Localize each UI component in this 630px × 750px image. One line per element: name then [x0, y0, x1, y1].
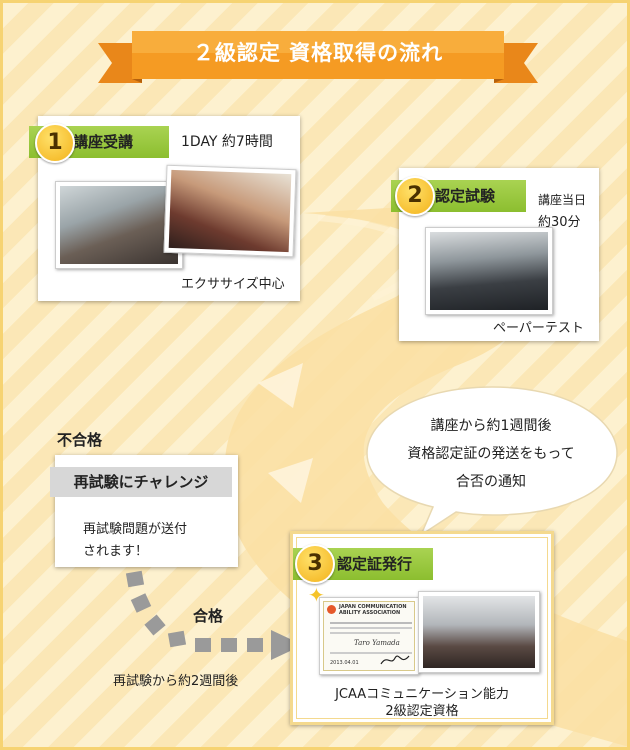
- pass-heading: 合格: [193, 607, 224, 625]
- certificate-logo-icon: [327, 605, 336, 614]
- step3-caption-line2: 2級認定資格: [385, 704, 459, 719]
- step2-duration-line1: 講座当日: [538, 193, 587, 207]
- notice-line1: 講座から約1週間後: [430, 418, 552, 434]
- step1-duration: 1DAY 約7時間: [181, 134, 273, 150]
- pass-arrow: [125, 570, 303, 660]
- step1-number-badge: 1: [35, 123, 75, 163]
- step1-photo-right: [163, 164, 297, 258]
- certificate-image: JAPAN COMMUNICATION ABILITY ASSOCIATION …: [319, 597, 419, 675]
- notice-line2: 資格認定証の発送をもって: [407, 446, 575, 462]
- signature-mark: [380, 655, 410, 665]
- retest-line1: 再試験問題が送付: [83, 522, 188, 537]
- retest-line2: されます！: [83, 544, 149, 559]
- road-arrow-2: [268, 458, 313, 503]
- step3-group-photo: [418, 591, 540, 673]
- road-arrow-1: [258, 363, 303, 408]
- step3-caption-line1: JCAAコミュニケーション能力: [335, 687, 509, 702]
- step2-number-badge: 2: [395, 176, 435, 216]
- step2-caption: ペーパーテスト: [493, 321, 584, 336]
- step1-photo-left: [55, 181, 183, 269]
- step2-photo: [425, 227, 553, 315]
- step3-number-badge: 3: [295, 544, 335, 584]
- step1-caption: エクササイズ中心: [181, 277, 285, 292]
- pass-timing: 再試験から約2週間後: [113, 674, 239, 689]
- notice-line3: 合否の通知: [456, 474, 526, 490]
- page-title: ２級認定 資格取得の流れ: [192, 41, 444, 65]
- title-ribbon: [98, 31, 538, 83]
- notice-bubble: [366, 386, 618, 537]
- fail-heading: 不合格: [57, 431, 103, 449]
- step2-duration-line2: 約30分: [538, 215, 581, 230]
- retest-label: 再試験にチャレンジ: [50, 467, 232, 497]
- sparkle-icon: ✦: [308, 583, 325, 607]
